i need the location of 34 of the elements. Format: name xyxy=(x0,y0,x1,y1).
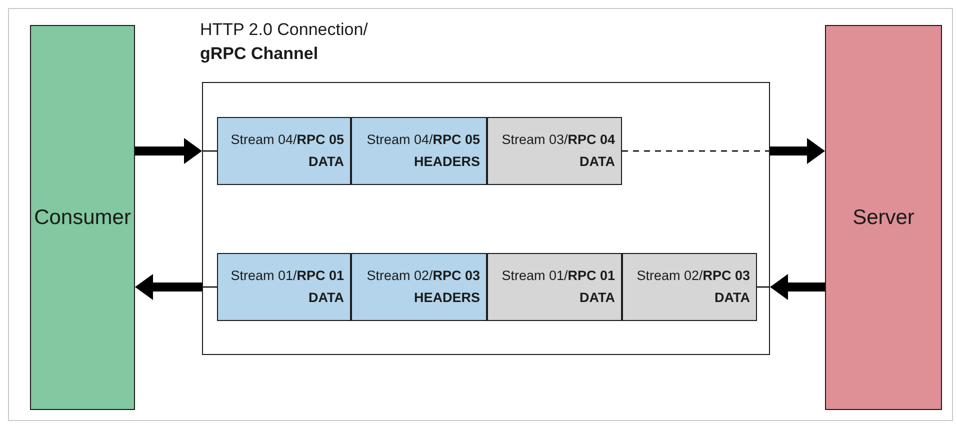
connector-line xyxy=(202,150,217,152)
stream-label: Stream 03/RPC 04 xyxy=(502,131,615,149)
server-box xyxy=(825,25,942,410)
frame-type-label: HEADERS xyxy=(414,153,480,171)
consumer-box xyxy=(30,25,135,410)
frame-box xyxy=(622,253,757,321)
endpoint-label: Consumer xyxy=(34,204,131,231)
arrow xyxy=(770,138,825,164)
stream-label: Stream 04/RPC 05 xyxy=(230,131,344,149)
stream-label: Stream 02/RPC 03 xyxy=(636,267,750,285)
connector-line xyxy=(757,286,770,288)
channel-title: HTTP 2.0 Connection/ gRPC Channel xyxy=(200,19,369,65)
stream-label: Stream 01/RPC 01 xyxy=(230,267,344,285)
connector-line xyxy=(622,150,770,152)
frame-type-label: DATA xyxy=(308,153,344,171)
connector-line xyxy=(202,286,217,288)
frame-type-label: DATA xyxy=(580,289,615,307)
frame-type-label: DATA xyxy=(308,289,344,307)
frame-box xyxy=(217,117,351,185)
frame-box xyxy=(217,253,351,321)
stream-label: Stream 01/RPC 01 xyxy=(502,267,615,285)
frame-type-label: DATA xyxy=(580,153,615,171)
frame-box xyxy=(487,253,622,321)
stream-label: Stream 04/RPC 05 xyxy=(366,131,480,149)
frame-type-label: HEADERS xyxy=(414,289,480,307)
arrow xyxy=(135,138,202,164)
frame-type-label: DATA xyxy=(714,289,750,307)
endpoint-label: Server xyxy=(852,204,914,231)
stream-label: Stream 02/RPC 03 xyxy=(366,267,480,285)
frame-box xyxy=(351,117,487,185)
frame-box xyxy=(351,253,487,321)
arrow xyxy=(770,274,825,300)
frame-box xyxy=(487,117,622,185)
arrow xyxy=(135,274,202,300)
